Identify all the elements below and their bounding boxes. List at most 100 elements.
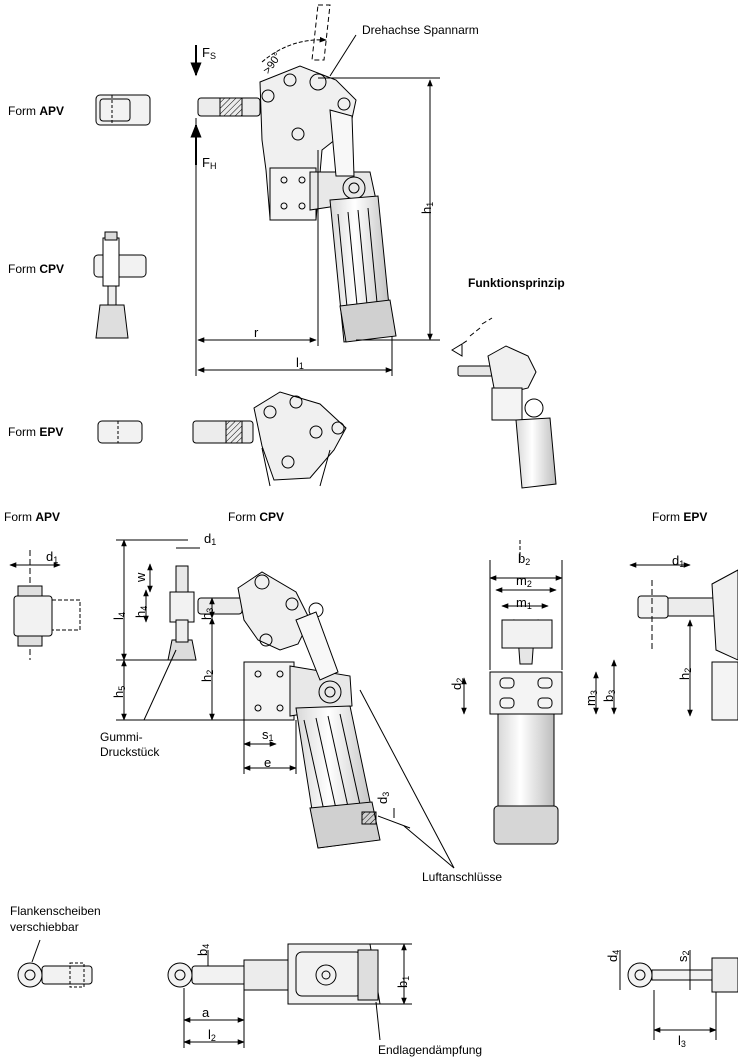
dim-base: h — [677, 672, 692, 680]
dim-base: m — [583, 695, 598, 706]
dim-base: l — [208, 1027, 211, 1042]
form-prefix: Form — [8, 262, 40, 276]
dim-base: w — [133, 572, 148, 582]
mid-apv-view — [9, 550, 81, 660]
dim-l4: l4 — [111, 612, 127, 620]
dim-fs: FS — [202, 46, 216, 61]
dim-b2: b2 — [518, 552, 530, 567]
dim-base: h — [133, 610, 148, 618]
dim-base: e — [264, 755, 272, 770]
dim-h5: h5 — [111, 685, 127, 698]
dim-sub: 1 — [211, 537, 217, 547]
form-prefix: Form — [8, 425, 40, 439]
dim-sub: 1 — [53, 555, 59, 565]
form-code: EPV — [683, 510, 708, 524]
dim-d1-cpv: d1 — [204, 532, 216, 547]
form-prefix: Form — [228, 510, 260, 524]
dim-sub: 4 — [201, 943, 211, 949]
dim-sub: 4 — [611, 949, 621, 955]
form-code: APV — [35, 510, 61, 524]
dim-sub: 3 — [381, 791, 391, 797]
dim-base: b — [601, 694, 616, 702]
luftanschluesse-callout: Luftanschlüsse — [422, 870, 503, 884]
dim-sub: 3 — [205, 607, 215, 613]
dim-sub: 2 — [210, 1033, 216, 1043]
gummi-callout-line2: Druckstück — [100, 745, 160, 759]
dim-h1: h1 — [419, 201, 435, 214]
dim-sub: 4 — [117, 612, 127, 618]
dim-base: a — [202, 1005, 210, 1020]
dim-sub: H — [209, 161, 217, 171]
dim-l3: l3 — [678, 1034, 686, 1049]
dim-sub: S — [209, 51, 216, 61]
dim-base: d — [672, 553, 680, 568]
dim-b1: b1 — [395, 976, 411, 988]
dim-base: h — [199, 612, 214, 620]
form-epv-label-mid: Form EPV — [652, 511, 707, 523]
dim-base: d — [46, 549, 54, 564]
top-dimension-lines — [190, 34, 440, 376]
dim-base: h — [199, 674, 214, 682]
dim-s2: s2 — [675, 950, 691, 962]
mid-cpv-dimension-lines — [116, 539, 455, 869]
dim-sub: 1 — [526, 601, 532, 611]
dim-base: s — [262, 727, 269, 742]
dim-base: d — [605, 954, 620, 962]
funktionsprinzip-view — [451, 317, 557, 489]
dim-d3: d3 — [375, 791, 391, 804]
drehachse-callout: Drehachse Spannarm — [362, 23, 479, 37]
flanken-callout-line1: Flankenscheiben — [10, 904, 101, 918]
dim-sub: 1 — [679, 559, 685, 569]
form-code: CPV — [39, 262, 65, 276]
mid-epv-view — [629, 562, 738, 721]
dim-sub: 1 — [268, 733, 274, 743]
form-epv-label-top: Form EPV — [8, 426, 63, 438]
dim-base: d — [204, 531, 212, 546]
dim-base: b — [518, 551, 526, 566]
dim-sub: 2 — [681, 950, 691, 956]
form-prefix: Form — [8, 104, 40, 118]
dim-fh: FH — [202, 156, 216, 171]
dim-base: l — [111, 617, 126, 620]
top-main-clamp — [197, 4, 397, 343]
form-prefix: Form — [652, 510, 684, 524]
dim-sub: 5 — [117, 685, 127, 691]
dim-b3: b3 — [601, 690, 617, 702]
dim-h4: h4 — [133, 606, 149, 618]
dim-base: l — [678, 1033, 681, 1048]
dim-d4: d4 — [605, 949, 621, 962]
dim-sub: 2 — [525, 557, 531, 567]
dim-sub: 1 — [425, 201, 435, 207]
dim-base: m — [516, 573, 527, 588]
dim-base: d — [375, 796, 390, 804]
dim-base: F — [202, 45, 210, 60]
dim-h2-epv: h2 — [677, 668, 693, 680]
dim-h3: h3 — [199, 607, 215, 620]
dim-w: w — [133, 572, 148, 582]
gummi-callout-line1: Gummi- — [100, 730, 143, 744]
dim-d1-epv: d1 — [672, 554, 684, 569]
form-code: EPV — [39, 425, 64, 439]
form-apv-label-mid: Form APV — [4, 511, 60, 523]
dim-r: r — [254, 326, 258, 339]
dim-d2: d2 — [449, 677, 465, 690]
form-cpv-label-mid: Form CPV — [228, 511, 284, 523]
dim-base: r — [254, 325, 259, 340]
dim-base: b — [395, 980, 410, 988]
dim-sub: 2 — [455, 677, 465, 683]
dim-m1: m1 — [516, 596, 532, 611]
dim-h2-cpv: h2 — [199, 669, 215, 682]
dim-sub: 3 — [589, 690, 599, 696]
dim-sub: 2 — [205, 669, 215, 675]
form-apv-label-top: Form APV — [8, 105, 64, 117]
form-prefix: Form — [4, 510, 36, 524]
dim-base: h — [419, 206, 434, 214]
dim-base: d — [449, 682, 464, 690]
top-form-views — [93, 94, 347, 487]
dim-base: m — [516, 595, 527, 610]
dim-base: l — [296, 355, 299, 370]
dim-base: F — [202, 155, 210, 170]
funktionsprinzip-label: Funktionsprinzip — [468, 276, 565, 290]
dim-sub: 2 — [526, 579, 532, 589]
